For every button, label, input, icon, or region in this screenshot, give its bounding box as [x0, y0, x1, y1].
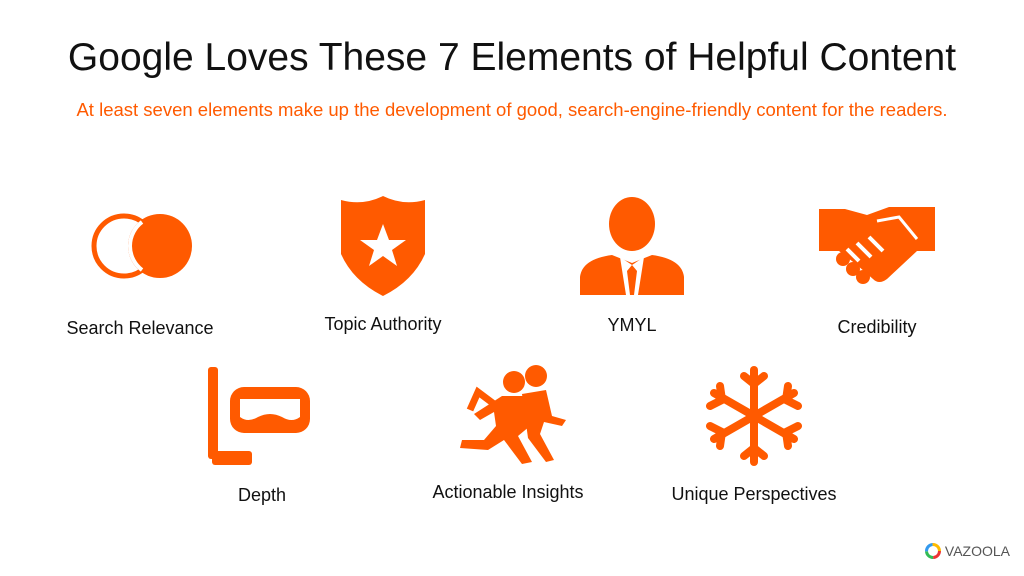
item-credibility: Credibility [767, 199, 987, 338]
logo-text: VAZOOLA [944, 543, 1010, 559]
running-people-icon [460, 365, 566, 464]
vazoola-ring-icon [924, 543, 941, 559]
shield-star-icon [341, 196, 425, 296]
item-unique-perspectives: Unique Perspectives [644, 366, 864, 505]
item-label: YMYL [607, 315, 657, 335]
item-actionable-insights: Actionable Insights [398, 364, 618, 503]
item-label: Unique Perspectives [671, 484, 837, 504]
item-label: Search Relevance [66, 318, 214, 338]
vazoola-logo: VAZOOLA [924, 542, 1010, 560]
page-title: Google Loves These 7 Elements of Helpful… [67, 36, 957, 79]
handshake-icon [819, 207, 935, 284]
venn-circles-icon [91, 213, 192, 279]
item-label: Depth [237, 485, 287, 505]
item-depth: Depth [152, 367, 372, 506]
snorkel-mask-icon [208, 367, 310, 465]
businessman-icon [580, 197, 684, 295]
item-topic-authority: Topic Authority [273, 196, 493, 335]
subtitle: At least seven elements make up the deve… [76, 99, 948, 120]
item-label: Credibility [837, 317, 917, 337]
item-search-relevance: Search Relevance [30, 200, 250, 339]
snowflake-icon [706, 366, 802, 466]
item-label: Topic Authority [324, 314, 442, 334]
item-label: Actionable Insights [432, 482, 584, 502]
item-ymyl: YMYL [522, 197, 742, 336]
